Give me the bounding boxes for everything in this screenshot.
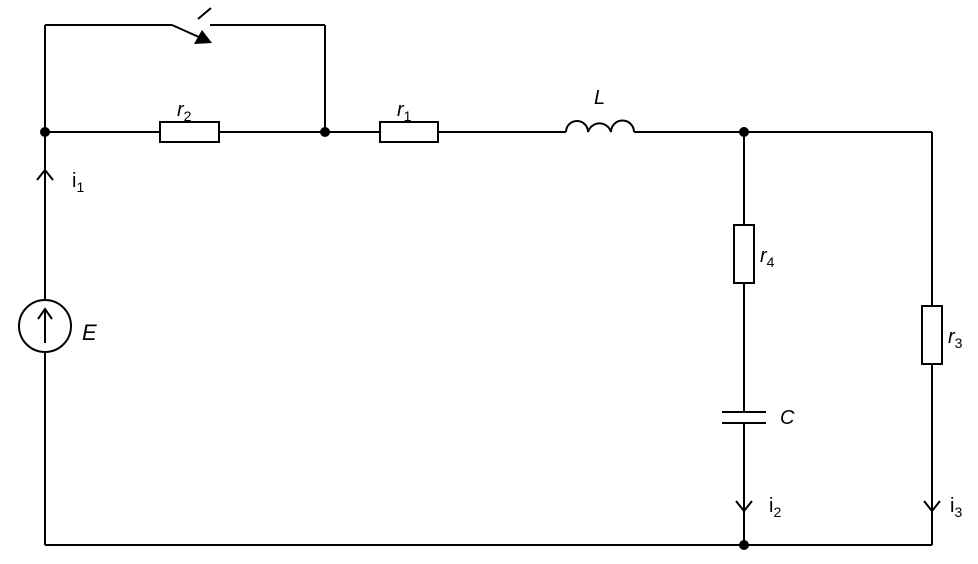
label-r4: r4 (760, 245, 775, 270)
switch-symbol (171, 7, 212, 44)
resistor-r4 (733, 224, 755, 284)
resistor-r2 (159, 121, 220, 143)
node-top-left (40, 127, 50, 137)
node-bottom (739, 540, 749, 550)
node-top-right (739, 127, 749, 137)
label-r2: r2 (177, 99, 192, 124)
arrow-i2 (735, 500, 753, 513)
label-E: E (82, 320, 97, 345)
label-i1: i1 (72, 170, 84, 195)
arrow-i3 (923, 500, 941, 513)
arrow-i1 (36, 168, 54, 181)
inductor-L (565, 119, 635, 133)
node-top-mid (320, 127, 330, 137)
resistor-r1 (379, 121, 439, 143)
label-i3: i3 (950, 495, 962, 520)
label-r1: r1 (397, 99, 412, 124)
label-r3: r3 (948, 326, 963, 351)
label-L: L (594, 87, 605, 109)
label-i2: i2 (769, 495, 781, 520)
label-C: C (780, 407, 795, 429)
resistor-r3 (921, 305, 943, 365)
voltage-source-E (18, 299, 72, 353)
